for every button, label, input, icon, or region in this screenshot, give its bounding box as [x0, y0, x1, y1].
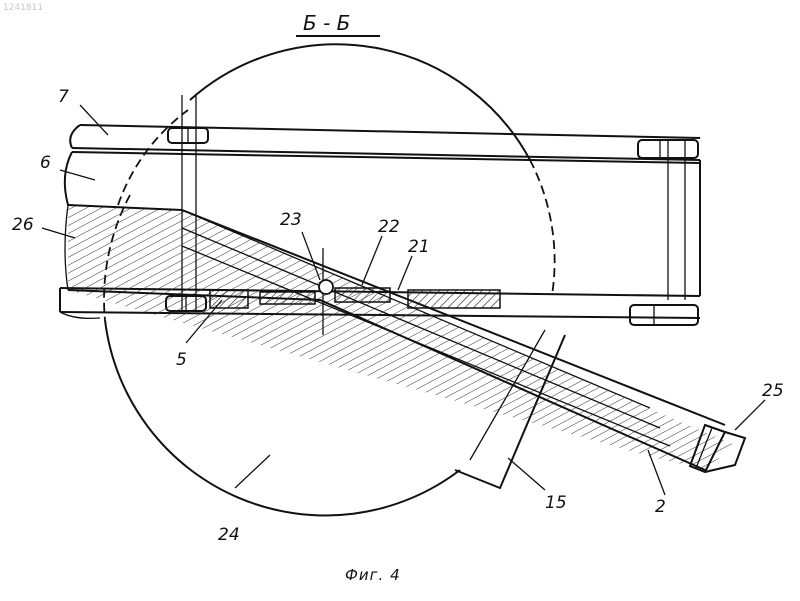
pin-23 — [319, 280, 333, 294]
callout-7: 7 — [58, 87, 69, 107]
bundle-left-end — [65, 205, 68, 290]
callout-25: 25 — [762, 381, 784, 401]
plate-7-top-edge — [80, 125, 700, 138]
callout-23: 23 — [280, 210, 302, 230]
right-nuts — [630, 140, 698, 325]
figure-caption: Фиг. 4 — [345, 566, 401, 584]
section-label: Б - Б — [303, 11, 350, 35]
bundle-hatch-fill — [68, 205, 735, 470]
callout-26: 26 — [12, 215, 34, 235]
leader-15 — [508, 458, 545, 490]
section-title: Б - Б — [296, 11, 380, 36]
block-22-right — [335, 288, 390, 302]
leader-22 — [362, 236, 382, 285]
callout-5: 5 — [176, 350, 187, 370]
wheel-arc-right-hidden — [530, 160, 555, 295]
callout-22: 22 — [378, 217, 400, 237]
leader-7 — [80, 105, 108, 135]
frame-6-left-end — [65, 152, 72, 205]
block-5 — [210, 290, 248, 308]
lower-right-nut — [630, 305, 698, 325]
callout-2: 2 — [655, 497, 666, 517]
block-21 — [408, 290, 500, 308]
leader-25 — [735, 400, 765, 430]
wheel-arc-top — [190, 44, 530, 160]
callout-21: 21 — [408, 237, 430, 257]
leader-21 — [398, 256, 412, 290]
wheel-arc-left-upper-hidden — [118, 110, 188, 205]
leader-24 — [235, 455, 270, 488]
callout-24: 24 — [218, 525, 240, 545]
callout-15: 15 — [545, 493, 567, 513]
callout-6: 6 — [40, 153, 51, 173]
cable-bundle — [65, 205, 735, 470]
plate-7-left-end — [70, 125, 80, 148]
corner-mark: 1241811 — [3, 3, 43, 13]
block-22-left — [260, 292, 315, 304]
bundle-strand-c — [182, 246, 670, 446]
